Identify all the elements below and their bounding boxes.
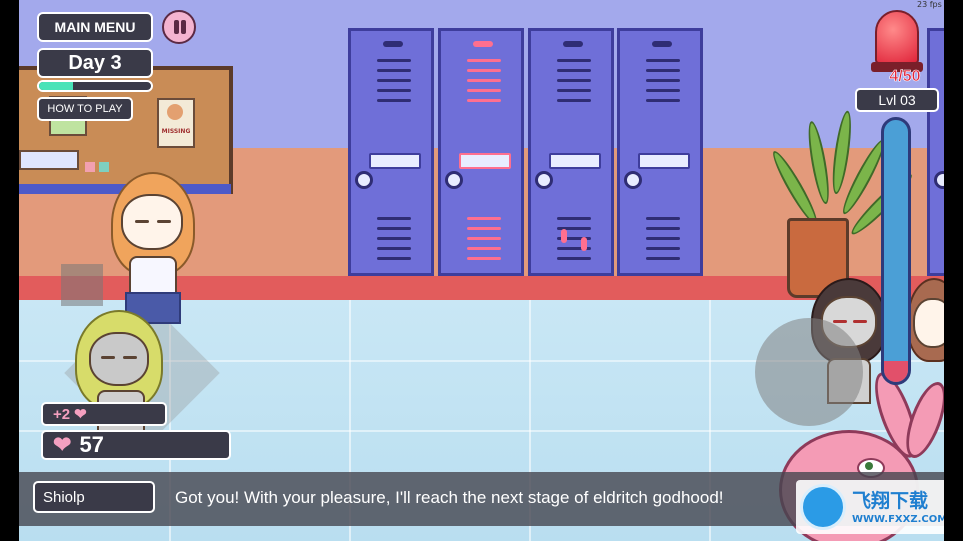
joystick-knob[interactable] (61, 264, 103, 306)
game-stage[interactable]: MISSING (19, 0, 944, 541)
alarm-base (871, 62, 923, 72)
lock-icon (355, 171, 373, 189)
student-blonde-hair[interactable] (75, 310, 165, 510)
locker-2-glowing[interactable] (438, 28, 524, 276)
dialog-text: Got you! With your pleasure, I'll reach … (175, 488, 724, 507)
alarm-siren-icon (875, 10, 919, 64)
site-watermark: 飞翔下载 WWW.FXXZ.COM (796, 480, 944, 534)
heart-gain-value: +2 (53, 405, 71, 423)
locker-handle[interactable] (459, 153, 511, 169)
pleasure-meter-fill (884, 361, 908, 382)
student-orange-hair[interactable] (107, 172, 197, 372)
locker-5-partial[interactable] (927, 28, 944, 276)
watermark-cn-text: 飞翔下载 (852, 490, 929, 512)
floor-tile-line (349, 300, 351, 541)
paper-note (19, 150, 79, 170)
pleasure-meter (881, 117, 911, 385)
floor-tile-line (709, 300, 711, 541)
missing-label: MISSING (161, 128, 191, 135)
main-menu-button[interactable]: MAIN MENU (37, 12, 153, 42)
bulletin-board: MISSING (19, 66, 233, 194)
sticky-note (85, 162, 95, 172)
action-button[interactable] (755, 318, 863, 426)
alarm-count: 4/50 (889, 68, 921, 86)
missing-poster: MISSING (157, 98, 195, 148)
watermark-logo-icon (800, 484, 846, 530)
locker-handle[interactable] (369, 153, 421, 169)
heart-icon: ❤ (53, 432, 72, 457)
day-counter: Day 3 (37, 48, 153, 78)
slime-drip (561, 229, 567, 243)
pause-button[interactable] (162, 10, 196, 44)
dialog-box[interactable] (19, 472, 944, 526)
level-indicator: Lvl 03 (855, 88, 939, 112)
locker-3[interactable] (528, 28, 614, 276)
pause-icon (174, 20, 179, 34)
lock-icon (535, 171, 553, 189)
how-to-play-button[interactable]: HOW TO PLAY (37, 97, 133, 121)
lock-icon (624, 171, 642, 189)
sticky-note (99, 162, 109, 172)
day-progress-bar (37, 80, 153, 92)
lock-icon (445, 171, 463, 189)
floor-tile-line (169, 300, 171, 541)
fps-counter: 23 fps (917, 0, 942, 9)
hearts-total-value: 57 (79, 432, 104, 457)
student-brown-hair[interactable] (907, 278, 944, 418)
heart-icon: ❤ (74, 406, 87, 423)
floor-tile-line (19, 430, 944, 432)
letterbox-left (0, 0, 19, 541)
dialog-speaker: Shiolp (33, 481, 155, 513)
hearts-total: ❤ 57 (41, 430, 231, 460)
heart-gain-indicator: +2 ❤ (41, 402, 167, 426)
slime-drip (581, 237, 587, 251)
locker-4[interactable] (617, 28, 703, 276)
watermark-url: WWW.FXXZ.COM (852, 514, 944, 525)
locker-handle[interactable] (549, 153, 601, 169)
lock-icon (934, 171, 944, 189)
locker-handle[interactable] (638, 153, 690, 169)
day-progress-fill (39, 82, 73, 90)
locker-1[interactable] (348, 28, 434, 276)
letterbox-right (944, 0, 963, 541)
floor-tile-line (19, 360, 944, 362)
floor-tile-line (529, 300, 531, 541)
